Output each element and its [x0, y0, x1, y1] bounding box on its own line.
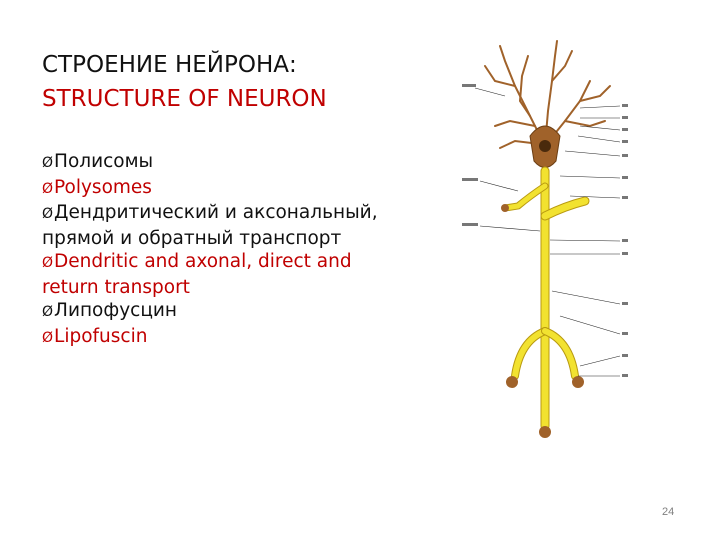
bullet-item: ØPolysomes: [42, 176, 152, 198]
slide-title: СТРОЕНИЕ НЕЙРОНА: STRUCTURE OF NEURON: [42, 48, 442, 116]
arrow-bullet-icon: Ø: [42, 304, 54, 320]
bullet-item: ØПолисомы: [42, 151, 154, 172]
arrow-bullet-icon: Ø: [42, 329, 54, 346]
axon-terminals: [501, 204, 584, 438]
arrow-bullet-icon: Ø: [42, 206, 54, 222]
label-lines: [474, 87, 621, 377]
neuron-diagram: [462, 40, 628, 438]
soma: [529, 125, 561, 168]
arrow-bullet-icon: Ø: [42, 255, 54, 271]
bullet-item: ØДендритический и аксональный, прямой и …: [42, 202, 378, 249]
label-marks: [462, 84, 628, 377]
title-russian: СТРОЕНИЕ НЕЙРОНА:: [42, 52, 297, 78]
axon: [501, 166, 590, 431]
bullet-list: ØПолисомы ØPolysomes ØДендритический и а…: [42, 150, 402, 350]
arrow-bullet-icon: Ø: [42, 155, 54, 171]
bullet-item: ØЛипофусцин: [42, 300, 178, 321]
arrow-bullet-icon: Ø: [42, 180, 54, 197]
bullet-item: ØLipofuscin: [42, 325, 148, 347]
bullet-item: ØDendritic and axonal, direct and return…: [42, 251, 352, 298]
title-english: STRUCTURE OF NEURON: [42, 86, 327, 112]
page-number: 24: [662, 506, 675, 518]
